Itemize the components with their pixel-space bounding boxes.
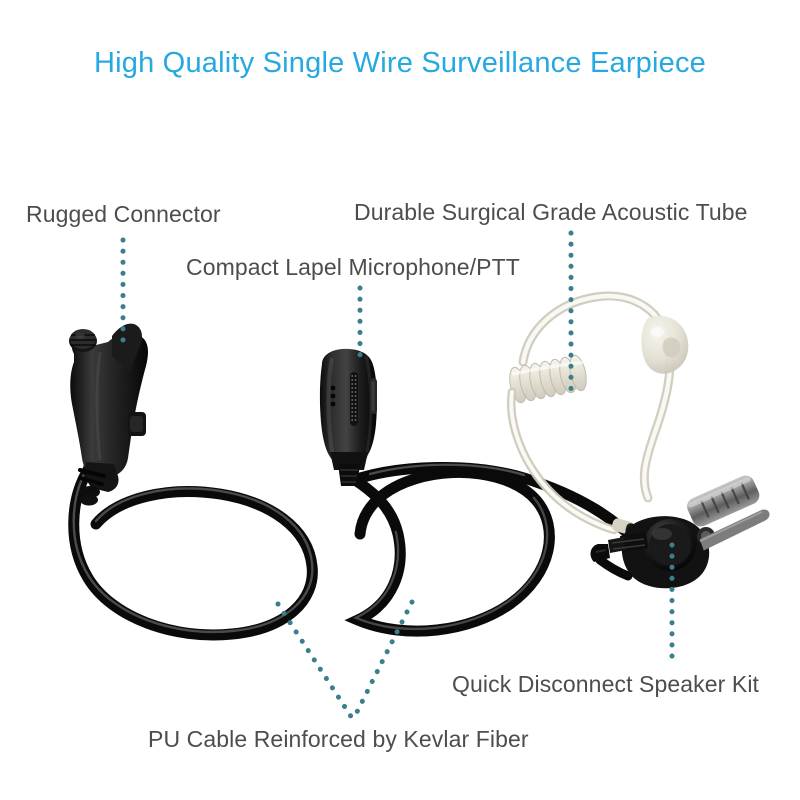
connector-strain-relief xyxy=(78,468,106,506)
ptt-button[interactable] xyxy=(370,378,377,414)
leader-pu-cable-left xyxy=(275,601,355,721)
lapel-microphone-ptt-module xyxy=(319,348,377,486)
microphone-grille xyxy=(350,372,358,426)
callout-label-rugged-connector: Rugged Connector xyxy=(26,201,221,227)
ptt-indicator-dots xyxy=(330,385,336,407)
acoustic-tube-coil xyxy=(509,354,587,404)
page-title: High Quality Single Wire Surveillance Ea… xyxy=(93,47,707,79)
leader-lines xyxy=(120,230,675,721)
speaker-cable-relief xyxy=(595,549,633,581)
connector-screw-knob xyxy=(69,329,97,352)
cable-left-loop xyxy=(68,464,318,641)
rugged-radio-connector xyxy=(69,323,148,506)
callout-label-pu-cable: PU Cable Reinforced by Kevlar Fiber xyxy=(148,726,529,752)
cable-right-loop xyxy=(344,466,555,637)
quick-disconnect-prongs xyxy=(590,532,648,562)
callout-label-speaker-kit: Quick Disconnect Speaker Kit xyxy=(452,671,760,697)
callout-label-acoustic-tube: Durable Surgical Grade Acoustic Tube xyxy=(354,199,748,225)
cable-connector-to-mic xyxy=(120,460,316,472)
acoustic-coil-tube xyxy=(507,291,689,536)
mic-strain-relief xyxy=(338,464,360,486)
alligator-clothing-clip xyxy=(687,475,770,551)
callout-label-lapel-mic: Compact Lapel Microphone/PTT xyxy=(186,254,520,280)
ear-insert-tip xyxy=(641,315,689,374)
leader-pu-cable-right xyxy=(351,599,415,721)
